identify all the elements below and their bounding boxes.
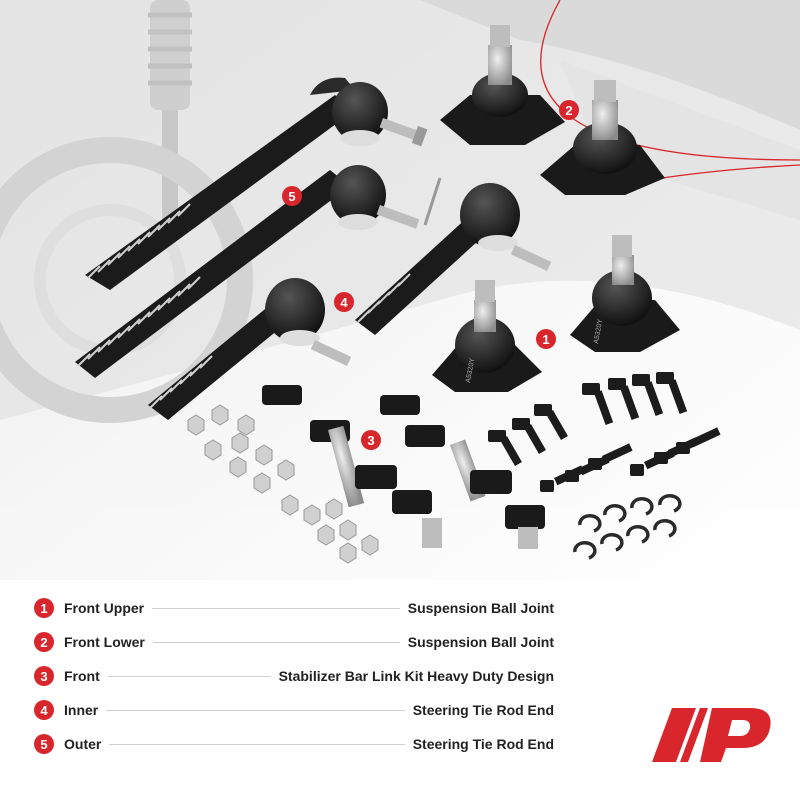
legend-position-label: Front Lower (64, 634, 145, 650)
callout-2-label: 2 (565, 103, 572, 118)
legend-part-name: Steering Tie Rod End (412, 702, 554, 718)
callout-1-label: 1 (542, 332, 549, 347)
callout-5: 5 (282, 186, 302, 206)
leader-line (109, 743, 405, 745)
outer-tie-rod-end-lower (75, 165, 442, 378)
inner-tie-rod-end-left (148, 278, 352, 420)
lower-ball-joint-right (540, 80, 665, 195)
legend-number-badge: 4 (34, 700, 54, 720)
legend-position-label: Inner (64, 702, 99, 718)
legend-part-name: Suspension Ball Joint (407, 634, 554, 650)
nuts (187, 404, 379, 564)
bolts (488, 372, 721, 492)
legend-row-5: 5 Outer Steering Tie Rod End (34, 732, 554, 756)
legend-number-badge: 5 (34, 734, 54, 754)
callout-2: 2 (559, 100, 579, 120)
legend-part-name: Steering Tie Rod End (412, 736, 554, 752)
legend-row-1: 1 Front Upper Suspension Ball Joint (34, 596, 554, 620)
inner-tie-rod-end-right (355, 183, 552, 335)
leader-line (107, 675, 271, 677)
legend-row-4: 4 Inner Steering Tie Rod End (34, 698, 554, 722)
stabilizer-link-left (262, 385, 442, 548)
part-marking: A5320Y (593, 318, 604, 344)
product-photo: A5320Y A5320Y (0, 0, 800, 580)
callout-3: 3 (361, 430, 381, 450)
legend-row-2: 2 Front Lower Suspension Ball Joint (34, 630, 554, 654)
brand-logo-icon (652, 708, 771, 762)
outer-tie-rod-end-upper (85, 77, 428, 290)
legend-number-badge: 2 (34, 632, 54, 652)
legend-position-label: Front Upper (64, 600, 145, 616)
upper-ball-joint-left: A5320Y (432, 280, 542, 392)
upper-ball-joint-right: A5320Y (570, 235, 680, 352)
legend-number-badge: 1 (34, 598, 54, 618)
accent-curve (540, 0, 800, 161)
legend-position-label: Outer (64, 736, 102, 752)
part-marking: A5320Y (465, 357, 476, 383)
callout-3-label: 3 (367, 433, 374, 448)
callout-5-label: 5 (288, 189, 295, 204)
legend-number-badge: 3 (34, 666, 54, 686)
leader-line (152, 641, 400, 643)
legend-part-name: Stabilizer Bar Link Kit Heavy Duty Desig… (278, 668, 554, 684)
snap-rings (573, 494, 682, 560)
legend-position-label: Front (64, 668, 100, 684)
leader-line (152, 607, 400, 609)
leader-line (106, 709, 405, 711)
stabilizer-link-right (380, 395, 545, 549)
legend-row-3: 3 Front Stabilizer Bar Link Kit Heavy Du… (34, 664, 554, 688)
legend-part-name: Suspension Ball Joint (407, 600, 554, 616)
callout-4-label: 4 (340, 295, 348, 310)
lower-ball-joint-top (440, 25, 565, 145)
callout-1: 1 (536, 329, 556, 349)
callout-4: 4 (334, 292, 354, 312)
